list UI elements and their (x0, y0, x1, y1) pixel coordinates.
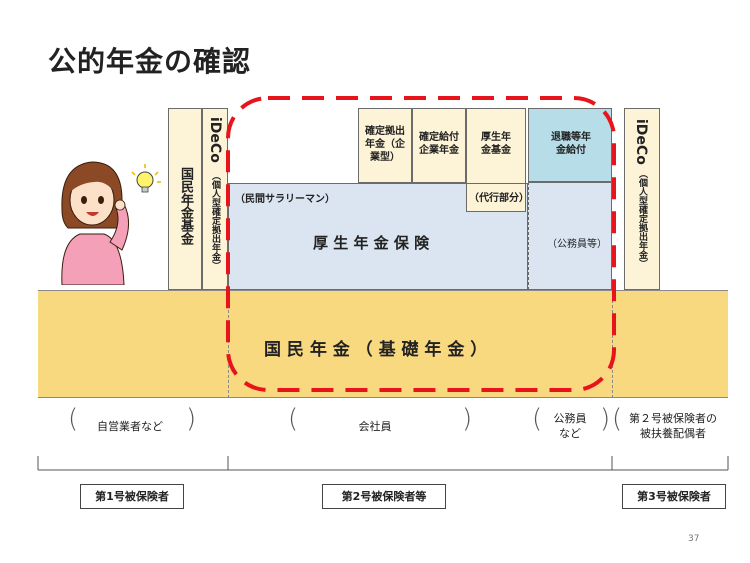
bracket-close: ) (600, 404, 611, 434)
kokumin-nenkin-box: 国 民 年 金 （ 基 礎 年 金 ） (38, 290, 728, 398)
kosei-hoken-label: 厚 生 年 金 保 険 (313, 234, 430, 252)
minkan-label: （民間サラリーマン） (235, 194, 335, 205)
bracket-close: ) (186, 404, 197, 434)
ideco-right-label: iDeCo (633, 119, 649, 165)
label-dai2: 第2号被保険者等 (322, 484, 446, 509)
category-koumuin-line1: 公務員 (553, 412, 587, 425)
divider-line (228, 290, 229, 398)
woman-illustration (61, 161, 161, 285)
kokumin-nenkin-label: 国 民 年 金 （ 基 礎 年 金 ） (264, 340, 488, 360)
lightbulb-icon (131, 164, 161, 193)
bracket-open: ( (612, 404, 623, 434)
kakutei-kyufu-box: 確定給付企業年金 (412, 108, 466, 183)
category-kaishain: 会社員 (358, 420, 392, 433)
ideco-left-sub: （個人型確定拠出年金） (210, 171, 220, 270)
category-hifuyo-line1: 第２号被保険者の (629, 412, 717, 425)
ideco-left-box: iDeCo （個人型確定拠出年金） (202, 108, 228, 290)
kakutei-kigyo-label: 確定拠出年金（企業型） (365, 126, 405, 163)
daiko-label: （代行部分） (469, 193, 529, 204)
kakutei-kyufu-label: 確定給付企業年金 (419, 132, 459, 156)
kokumin-kikin-label: 国民年金基金 (178, 167, 193, 245)
kosei-kikin-label: 厚生年金基金 (481, 132, 511, 156)
taishoku-kyufu-label: 退職等年金給付 (551, 132, 591, 156)
page-number: 37 (688, 534, 700, 544)
category-koumuin-line2: など (559, 427, 581, 440)
daiko-box: （代行部分） (466, 183, 529, 212)
koumuin-box: （公務員等） (528, 182, 612, 290)
ideco-right-box: iDeCo （個人型確定拠出年金） (624, 108, 660, 290)
divider-line (612, 290, 613, 398)
bracket-open: ( (68, 404, 79, 434)
category-jieigyo: 自営業者など (97, 420, 163, 433)
bracket-open: ( (288, 404, 299, 434)
bracket-open: ( (532, 404, 543, 434)
kokumin-kikin-box: 国民年金基金 (168, 108, 202, 290)
label-dai3: 第3号被保険者 (622, 484, 726, 509)
koumuin-paren-label: （公務員等） (547, 239, 607, 250)
bracket-close: ) (462, 404, 473, 434)
label-dai1: 第1号被保険者 (80, 484, 184, 509)
category-hifuyo-line2: 被扶養配偶者 (640, 427, 706, 440)
ideco-left-label: iDeCo (207, 117, 223, 163)
kakutei-kigyo-box: 確定拠出年金（企業型） (358, 108, 412, 183)
ideco-right-sub: （個人型確定拠出年金） (637, 169, 647, 268)
taishoku-kyufu-box: 退職等年金給付 (528, 108, 612, 182)
page-title: 公的年金の確認 (48, 45, 252, 78)
